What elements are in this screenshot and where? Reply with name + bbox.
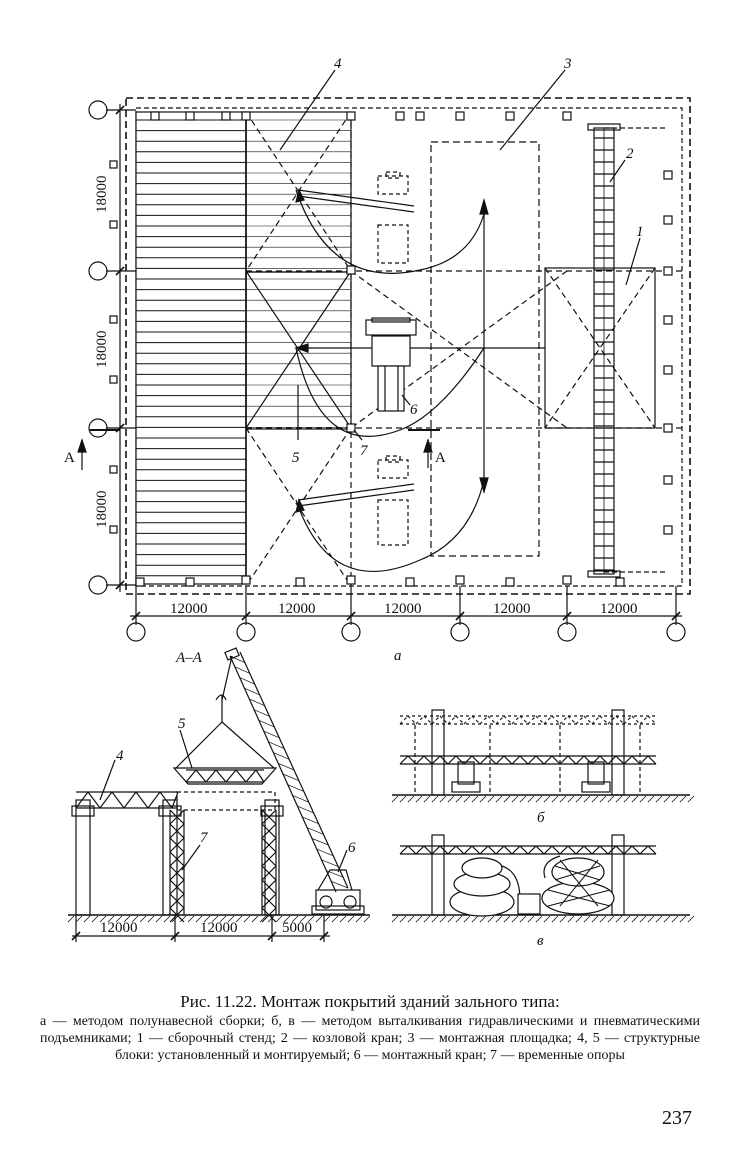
figure-drawing: 18000 18000 18000 12000 12000 12000 1200…	[64, 56, 695, 949]
dim-plan-4: 12000	[493, 601, 531, 617]
dim-vertical-3: 18000	[94, 491, 110, 529]
callout-5-section: 5	[178, 716, 186, 732]
sub-label-v: в	[537, 933, 544, 949]
figure-caption: Рис. 11.22. Монтаж покрытий зданий зальн…	[40, 992, 700, 1064]
caption-body: а — методом полунавесной сборки; б, в — …	[40, 1014, 700, 1063]
callout-4-plan: 4	[334, 56, 342, 72]
page-number: 237	[662, 1107, 692, 1129]
callout-7-plan: 7	[360, 443, 369, 459]
callout-7-section: 7	[200, 830, 209, 846]
cut-label-left: А	[64, 450, 75, 466]
dim-plan-5: 12000	[600, 601, 638, 617]
dim-plan-1: 12000	[170, 601, 208, 617]
dim-section-2: 12000	[200, 920, 238, 936]
dim-plan-2: 12000	[278, 601, 316, 617]
callout-3: 3	[563, 56, 572, 72]
cut-label-right: А	[435, 450, 446, 466]
callout-1: 1	[636, 224, 644, 240]
dim-section-1: 12000	[100, 920, 138, 936]
section-label: А–А	[175, 650, 203, 666]
callout-5-plan: 5	[292, 450, 300, 466]
dim-section-3: 5000	[282, 920, 312, 936]
dim-vertical-1: 18000	[94, 176, 110, 214]
callout-2: 2	[626, 146, 634, 162]
sub-label-a: а	[394, 648, 402, 664]
dim-plan-3: 12000	[384, 601, 422, 617]
dim-vertical-2: 18000	[94, 331, 110, 369]
callout-6-section: 6	[348, 840, 356, 856]
callout-6-plan: 6	[410, 402, 418, 418]
sub-label-b: б	[537, 810, 545, 826]
caption-title: Рис. 11.22. Монтаж покрытий зданий зальн…	[180, 992, 560, 1011]
callout-4-section: 4	[116, 748, 124, 764]
